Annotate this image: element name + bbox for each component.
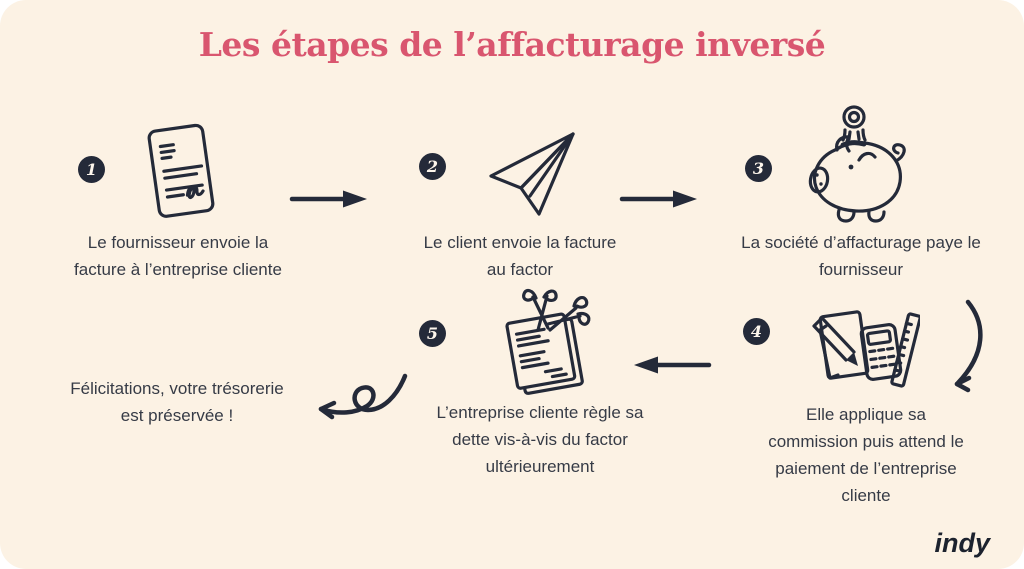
step-5-number: 5 (426, 324, 439, 343)
step-3-caption-line: fournisseur (818, 260, 904, 279)
step-4-caption: Elle applique sa commission puis attend … (736, 401, 996, 509)
step-4-caption-line: cliente (841, 486, 891, 505)
calculator-icon (812, 310, 920, 388)
step-1-caption-line: facture à l’entreprise cliente (74, 260, 282, 279)
step-2-caption-line: au factor (486, 260, 554, 279)
step-2-caption-line: Le client envoie la facture (423, 233, 617, 252)
page-title: Les étapes de l’affacturage inversé (198, 25, 826, 64)
swirl-arrow-step5-to-outcome-icon (318, 373, 408, 420)
curved-arrow-step3-to-step4-icon (954, 299, 983, 393)
step-1-number: 1 (85, 160, 98, 179)
indy-logo: indy (934, 528, 990, 558)
step-2-caption: Le client envoie la facture au factor (390, 229, 650, 283)
arrow-right-step1-to-step2-icon (289, 190, 367, 208)
step-4-number: 4 (750, 322, 763, 341)
invoice-icon (147, 123, 215, 218)
step-4-caption-line: paiement de l’entreprise (775, 459, 957, 478)
step-3-caption: La société d’affacturage paye le fournis… (706, 229, 1016, 283)
step-2-number-badge: 2 (419, 153, 446, 180)
arrow-right-step2-to-step3-icon (619, 190, 697, 208)
outcome-caption-line: Félicitations, votre trésorerie (70, 379, 284, 398)
outcome-caption-line: est préservée ! (120, 406, 234, 425)
step-5-number-badge: 5 (419, 320, 446, 347)
step-4-caption-line: commission puis attend le (768, 432, 964, 451)
arrow-left-step4-to-step5-icon (634, 356, 712, 374)
step-5-caption-line: dette vis-à-vis du factor (452, 430, 628, 449)
step-1-caption-line: Le fournisseur envoie la (87, 233, 269, 252)
step-4-caption-line: Elle applique sa (805, 405, 927, 424)
step-1-number-badge: 1 (78, 156, 105, 183)
outcome-caption: Félicitations, votre trésorerie est prés… (37, 375, 317, 429)
piggy-bank-icon (808, 105, 906, 223)
step-3-caption-line: La société d’affacturage paye le (741, 233, 981, 252)
paper-plane-icon (489, 132, 575, 216)
scissors-document-icon (505, 288, 591, 395)
step-5-caption: L’entreprise cliente règle sa dette vis-… (410, 399, 670, 480)
step-1-caption: Le fournisseur envoie la facture à l’ent… (43, 229, 313, 283)
step-5-caption-line: L’entreprise cliente règle sa (436, 403, 644, 422)
step-3-number: 3 (752, 159, 765, 178)
step-4-number-badge: 4 (743, 318, 770, 345)
step-2-number: 2 (426, 157, 439, 176)
step-5-caption-line: ultérieurement (485, 457, 595, 476)
step-3-number-badge: 3 (745, 155, 772, 182)
